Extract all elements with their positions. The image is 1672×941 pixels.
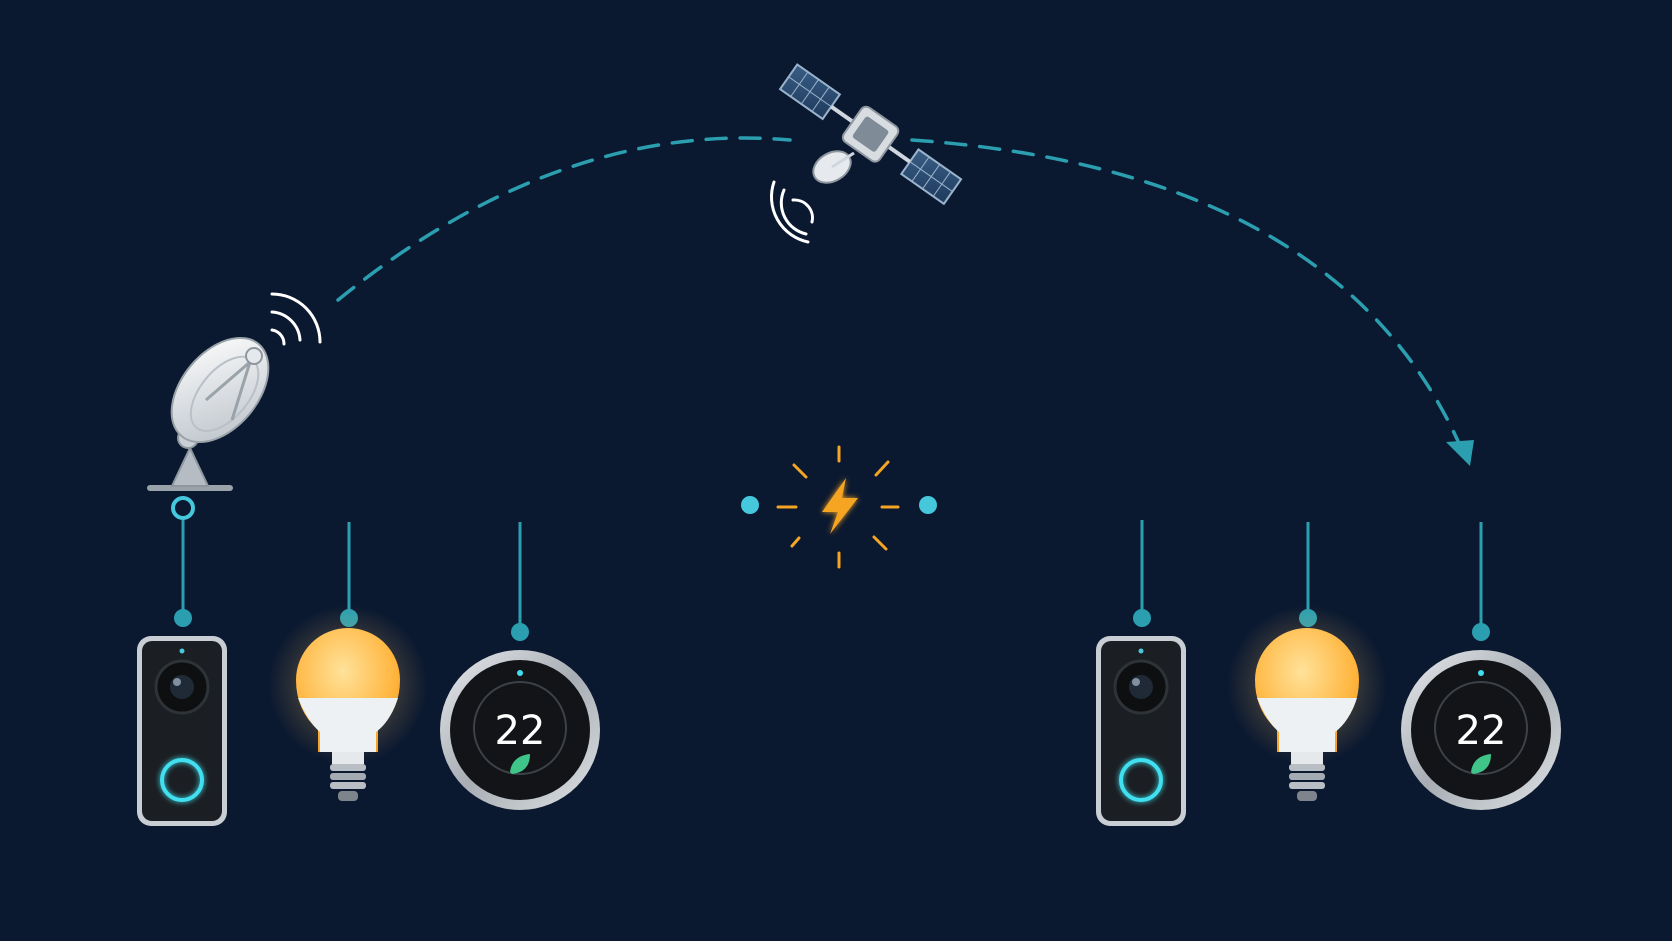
smart-thermostat-icon: 22	[1401, 650, 1561, 810]
video-doorbell-icon	[1096, 636, 1186, 826]
smart-bulb-icon	[268, 605, 428, 801]
thermostat-temperature: 22	[495, 708, 546, 754]
device-group-left: 22	[137, 520, 600, 826]
leaf-icon	[1471, 754, 1491, 774]
satellite-signal-icon	[770, 180, 814, 244]
uplink-arc	[336, 136, 792, 302]
smart-bulb-icon	[1227, 605, 1387, 801]
video-doorbell-icon	[137, 636, 227, 826]
device-group-right: 22	[1096, 520, 1561, 826]
thermostat-temperature: 22	[1456, 708, 1507, 754]
dish-signal-icon	[270, 292, 322, 346]
downlink-arc	[910, 138, 1464, 452]
dish-connection-node	[171, 496, 195, 520]
line-break-end-left	[741, 496, 759, 514]
satellite-icon	[778, 63, 963, 206]
smart-thermostat-icon: 22	[440, 650, 600, 810]
line-break-end-right	[919, 496, 937, 514]
lightning-bolt-icon	[776, 445, 900, 569]
downlink-arrowhead-icon	[1446, 440, 1474, 466]
satellite-dish-icon	[147, 336, 270, 491]
leaf-icon	[510, 754, 530, 774]
